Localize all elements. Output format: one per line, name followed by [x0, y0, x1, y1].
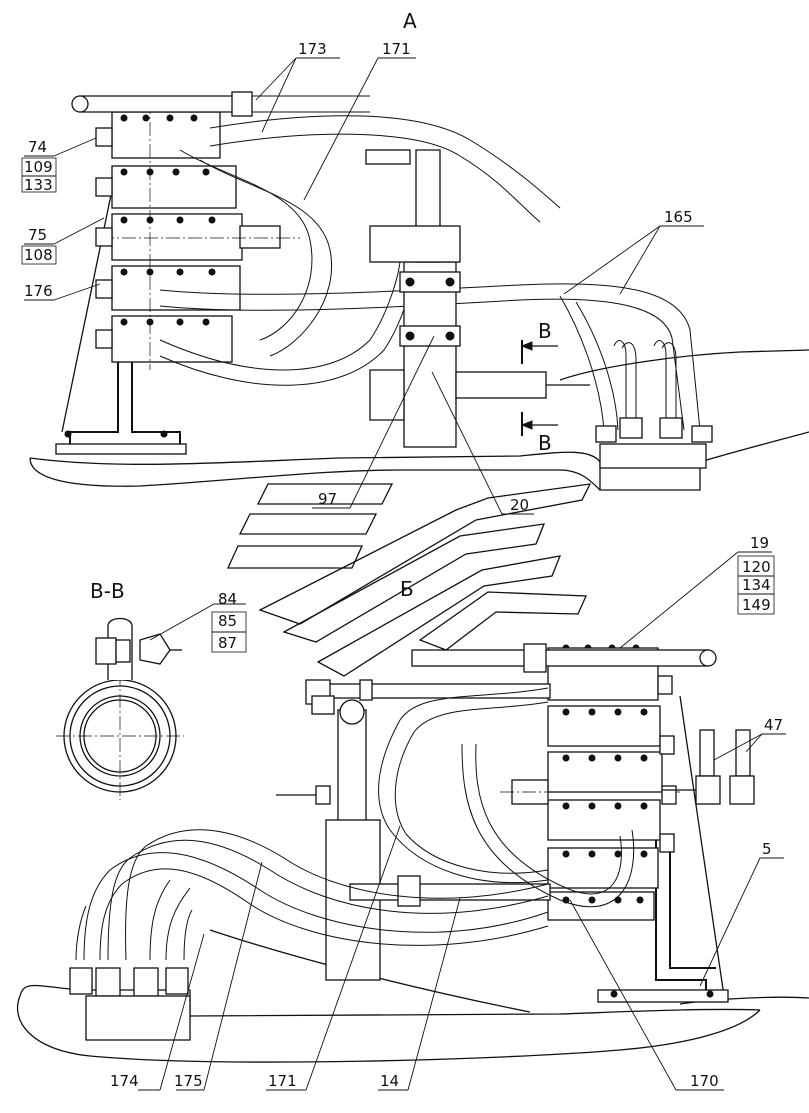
label-75: 75 [28, 226, 47, 244]
label-47: 47 [764, 716, 783, 734]
label-84: 84 [218, 590, 237, 608]
column-a [403, 261, 457, 448]
label-20: 20 [510, 496, 529, 514]
label-19: 19 [750, 534, 769, 552]
label-14: 14 [380, 1072, 399, 1090]
floor-lower-b [16, 995, 761, 1063]
label-170: 170 [690, 1072, 719, 1090]
label-74: 74 [28, 138, 47, 156]
section-label-lower: В [538, 431, 552, 455]
label-87: 87 [218, 634, 237, 652]
floor-contour-b [19, 984, 761, 1017]
view-a: А [21, 9, 809, 515]
base-plate-b [597, 989, 729, 1003]
top-tube-a [79, 95, 241, 113]
label-171-top: 171 [382, 40, 411, 58]
fittings-b [662, 729, 755, 805]
label-176: 176 [24, 282, 53, 300]
floor-lower-a [29, 457, 601, 491]
fittings-a [595, 340, 713, 469]
section-label-upper: В [538, 319, 552, 343]
base-plate-a [55, 443, 187, 455]
top-tube-b [411, 649, 709, 667]
fittings-b-left [69, 967, 191, 1041]
leaders-b [138, 551, 786, 1091]
view-b: 19 120 134 149 47 5 174 175 171 14 170 [16, 534, 809, 1091]
label-108: 108 [24, 246, 53, 264]
label-120: 120 [742, 558, 771, 576]
support-frame-b [655, 840, 707, 992]
section-vv: В-В 84 85 87 [56, 579, 247, 800]
leaders-a [24, 57, 704, 515]
floor-contour-a [29, 431, 809, 491]
support-brace-a [61, 189, 113, 433]
floor-back-a [559, 349, 809, 381]
label-85: 85 [218, 612, 237, 630]
label-175: 175 [174, 1072, 203, 1090]
hoses-b [75, 687, 635, 961]
valve-stack-a [95, 100, 300, 370]
label-97: 97 [318, 490, 337, 508]
label-149: 149 [742, 596, 771, 614]
label-5: 5 [762, 840, 772, 858]
label-174: 174 [110, 1072, 139, 1090]
label-171-bottom: 171 [268, 1072, 297, 1090]
label-133: 133 [24, 176, 53, 194]
crossbar-b [319, 683, 551, 699]
view-a-title: А [403, 9, 417, 33]
section-title: В-В [90, 579, 125, 603]
view-b-title: Б [400, 577, 414, 601]
label-165: 165 [664, 208, 693, 226]
label-134: 134 [742, 576, 771, 594]
label-109: 109 [24, 158, 53, 176]
label-173: 173 [298, 40, 327, 58]
